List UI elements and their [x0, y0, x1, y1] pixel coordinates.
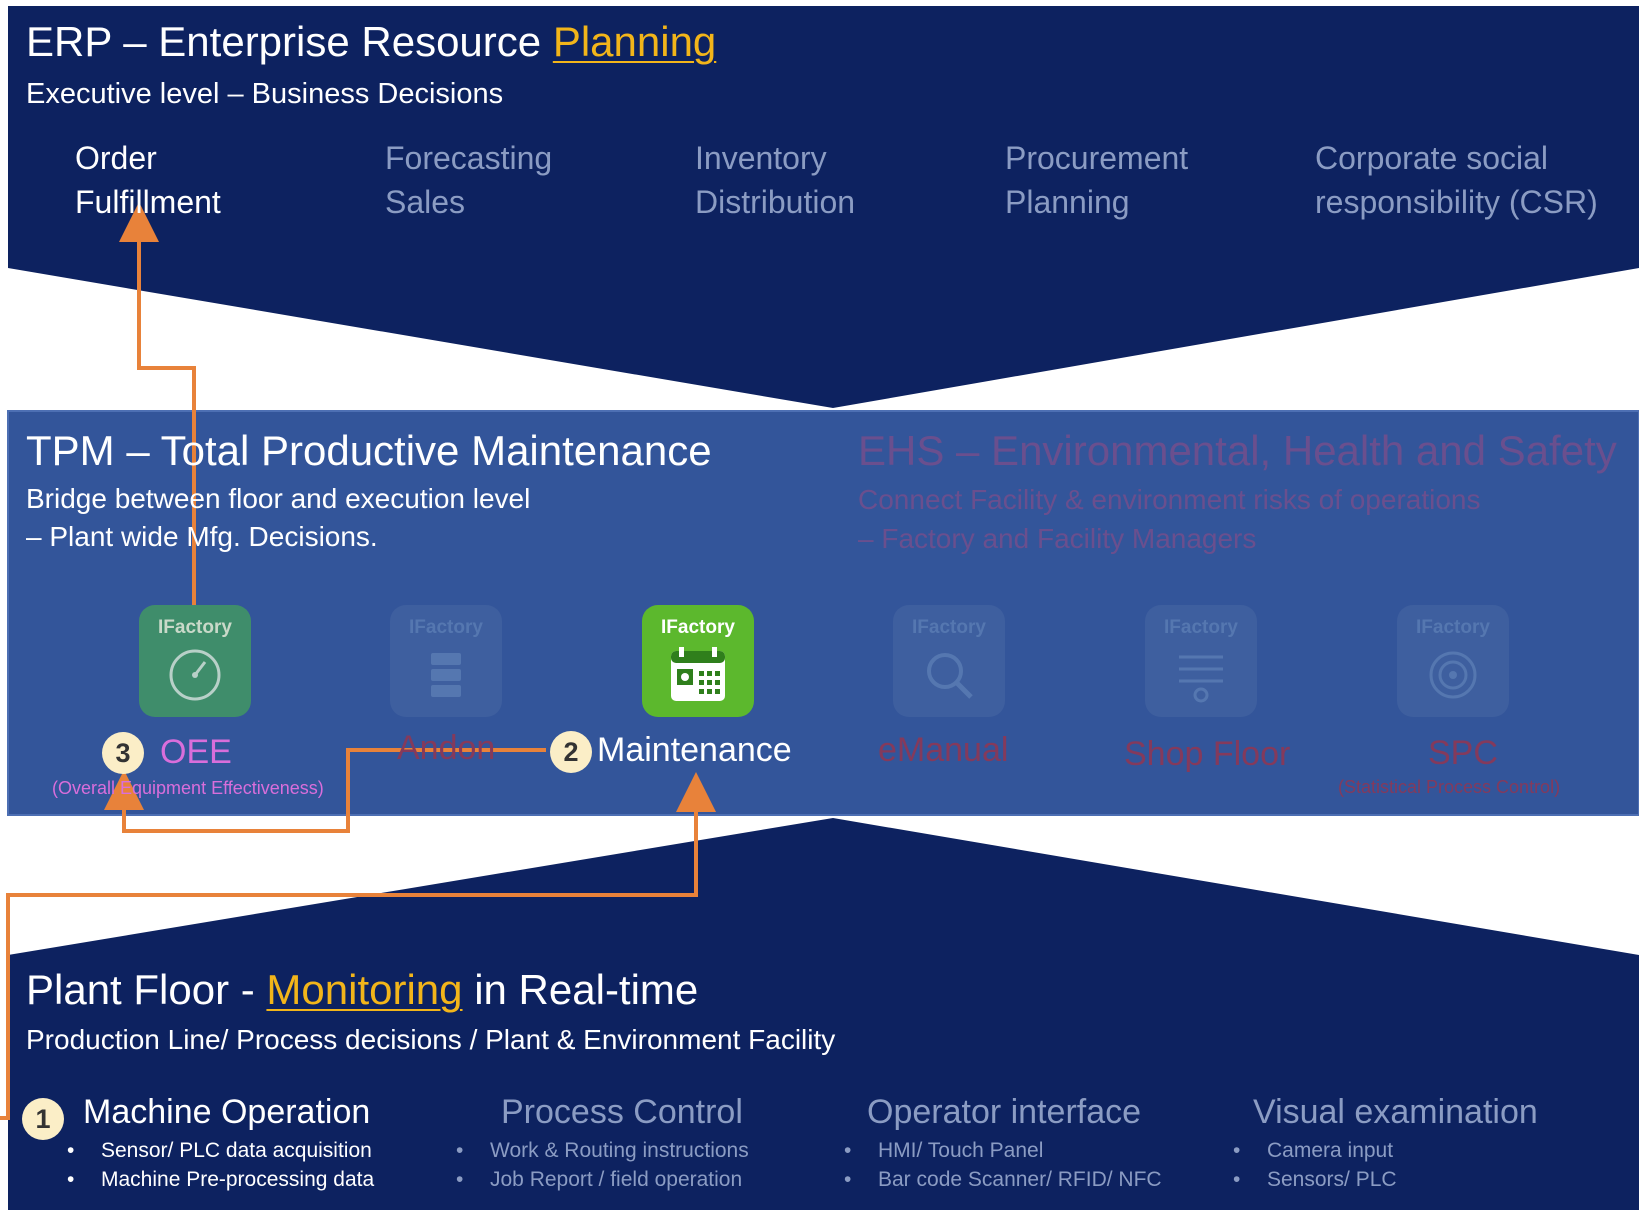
arrow-maintenance-to-oee	[104, 748, 546, 833]
plant-title-suffix: in Real-time	[462, 966, 699, 1013]
server-stack-icon	[431, 653, 461, 697]
plant-title-text: Plant Floor -	[26, 966, 267, 1013]
operator-interface-item-2: Bar code Scanner/ RFID/ NFC	[844, 1165, 1162, 1194]
erp-title: ERP – Enterprise Resource Planning	[26, 18, 716, 66]
emanual-app-tile[interactable]: IFactory	[893, 605, 1005, 717]
erp-item-csr: Corporate social responsibility (CSR)	[1315, 140, 1598, 220]
spc-description: (Statistical Process Control)	[1338, 777, 1561, 797]
plant-subtitle: Production Line/ Process decisions / Pla…	[26, 1024, 836, 1055]
shopfloor-app-tile[interactable]: IFactory	[1145, 605, 1257, 717]
tpm-subtitle-line1: Bridge between floor and execution level	[26, 483, 531, 514]
ehs-title: EHS – Environmental, Health and Safety	[858, 427, 1617, 474]
emanual-label: eManual	[878, 731, 1009, 769]
spc-tile-brand: IFactory	[1416, 617, 1490, 638]
andon-label: Andon	[397, 729, 496, 767]
visual-examination-item-1: Camera input	[1233, 1136, 1393, 1165]
maintenance-label: Maintenance	[597, 731, 792, 769]
operator-interface-item-1: HMI/ Touch Panel	[844, 1136, 1043, 1165]
step-badge-1: 1	[22, 1098, 64, 1140]
spc-app-tile[interactable]: IFactory	[1397, 605, 1509, 717]
arrow-oee-to-order	[119, 202, 196, 612]
machine-operation-item-1: Sensor/ PLC data acquisition	[67, 1136, 372, 1165]
erp-item-forecasting-sales: Forecasting Sales	[385, 140, 553, 220]
gauge-icon	[169, 649, 221, 701]
calendar-gear-icon	[671, 647, 725, 701]
magnifier-icon	[927, 653, 973, 699]
process-control-item-2: Job Report / field operation	[456, 1165, 742, 1194]
erp-item-procurement-planning: Procurement Planning	[1005, 140, 1189, 220]
category-machine-operation: Machine Operation	[83, 1093, 371, 1131]
shopfloor-label: Shop Floor	[1124, 735, 1291, 773]
spc-label: SPC	[1428, 734, 1498, 772]
arrow-machine-to-maintenance	[0, 772, 716, 1120]
flow-lines-icon	[1179, 655, 1223, 703]
ehs-subtitle-line1: Connect Facility & environment risks of …	[858, 484, 1481, 515]
visual-examination-item-2: Sensors/ PLC	[1233, 1165, 1396, 1194]
andon-app-tile[interactable]: IFactory	[390, 605, 502, 717]
maintenance-app-tile[interactable]: IFactory	[642, 605, 754, 717]
step-badge-2: 2	[550, 731, 592, 773]
maintenance-tile-brand: IFactory	[661, 617, 735, 638]
category-operator-interface: Operator interface	[867, 1093, 1142, 1131]
erp-title-text: ERP – Enterprise Resource	[26, 18, 553, 65]
tpm-subtitle-line2: – Plant wide Mfg. Decisions.	[26, 521, 378, 552]
plant-band	[8, 818, 1639, 1210]
emanual-tile-brand: IFactory	[912, 617, 986, 638]
plant-title: Plant Floor - Monitoring in Real-time	[26, 966, 698, 1014]
andon-tile-brand: IFactory	[409, 617, 483, 638]
erp-title-highlight: Planning	[552, 18, 717, 65]
oee-description: (Overall Equipment Effectiveness)	[52, 778, 324, 798]
process-control-item-1: Work & Routing instructions	[456, 1136, 749, 1165]
erp-subtitle: Executive level – Business Decisions	[26, 78, 504, 110]
plant-title-highlight: Monitoring	[266, 966, 463, 1013]
target-icon	[1429, 651, 1477, 699]
erp-band	[8, 6, 1639, 408]
ehs-subtitle-line2: – Factory and Facility Managers	[858, 523, 1257, 554]
tpm-title: TPM – Total Productive Maintenance	[26, 427, 712, 474]
erp-item-inventory-distribution: Inventory Distribution	[695, 140, 856, 220]
machine-operation-item-2: Machine Pre-processing data	[67, 1165, 374, 1194]
category-process-control: Process Control	[501, 1093, 743, 1131]
oee-app-tile[interactable]: IFactory	[139, 605, 251, 717]
category-visual-examination: Visual examination	[1253, 1093, 1538, 1131]
step-badge-3: 3	[102, 732, 144, 774]
tpm-band	[7, 410, 1639, 816]
oee-tile-brand: IFactory	[158, 617, 232, 638]
erp-item-order-fulfillment: Order Fulfillment	[75, 140, 221, 220]
oee-label: OEE	[160, 733, 232, 771]
shopfloor-tile-brand: IFactory	[1164, 617, 1238, 638]
